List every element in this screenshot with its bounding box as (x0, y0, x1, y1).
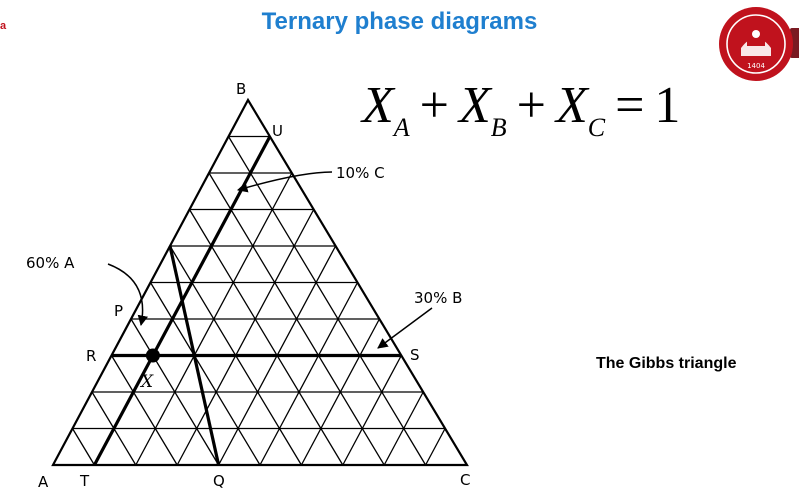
triangle-outline (51, 97, 469, 467)
point-label-r: R (86, 347, 96, 365)
grid-line (227, 136, 427, 466)
page-title: Ternary phase diagrams (261, 8, 538, 35)
caption-gibbs-triangle: The Gibbs triangle (596, 355, 737, 372)
logo-year: 1404 (747, 62, 765, 70)
point-label-q: Q (213, 472, 225, 490)
eq-var-b: X (458, 77, 491, 134)
eq-sub-c: C (587, 113, 606, 142)
university-seal-icon: 1404 (719, 7, 793, 81)
point-label-p: P (114, 302, 123, 320)
triangle-grid (71, 135, 446, 466)
annotation-30-percent-b: 30% B (414, 289, 462, 307)
eq-sub-a: A (393, 113, 410, 142)
eq-var-c: X (555, 77, 588, 134)
point-label-u: U (272, 122, 283, 140)
mole-fraction-equation: XA+XB+XC=1 (362, 76, 680, 143)
arrow-60a (107, 263, 148, 327)
eq-rhs: 1 (654, 77, 681, 134)
point-label-t: T (79, 472, 90, 490)
grid-line (110, 355, 178, 466)
eq-var-a: X (362, 77, 394, 134)
grid-line (71, 428, 95, 466)
eq-plus-1: + (419, 77, 449, 134)
annotation-10-percent-c: 10% C (336, 164, 385, 182)
grid-line (208, 172, 385, 466)
grid-line (149, 282, 261, 466)
annotation-60-percent-a: 60% A (26, 254, 75, 272)
eq-sub-b: B (490, 113, 507, 142)
eq-equals: = (615, 77, 645, 134)
grid-line (188, 209, 344, 466)
grid-line (342, 355, 402, 466)
vertex-label-c: C (460, 471, 470, 489)
vertex-label-b: B (236, 80, 246, 98)
arrow-10c (236, 171, 333, 193)
arrow-30b (377, 307, 433, 349)
grid-line (259, 282, 359, 466)
point-label-x: X (139, 372, 154, 392)
grid-line (130, 318, 220, 466)
edge-mark (790, 28, 799, 58)
grid-line (176, 209, 315, 466)
grid-line (425, 428, 446, 466)
point-x-dot (145, 348, 160, 363)
eq-plus-2: + (516, 77, 546, 134)
corner-text: a (0, 20, 7, 32)
point-label-s: S (410, 346, 420, 364)
vertex-label-a: A (38, 473, 49, 491)
